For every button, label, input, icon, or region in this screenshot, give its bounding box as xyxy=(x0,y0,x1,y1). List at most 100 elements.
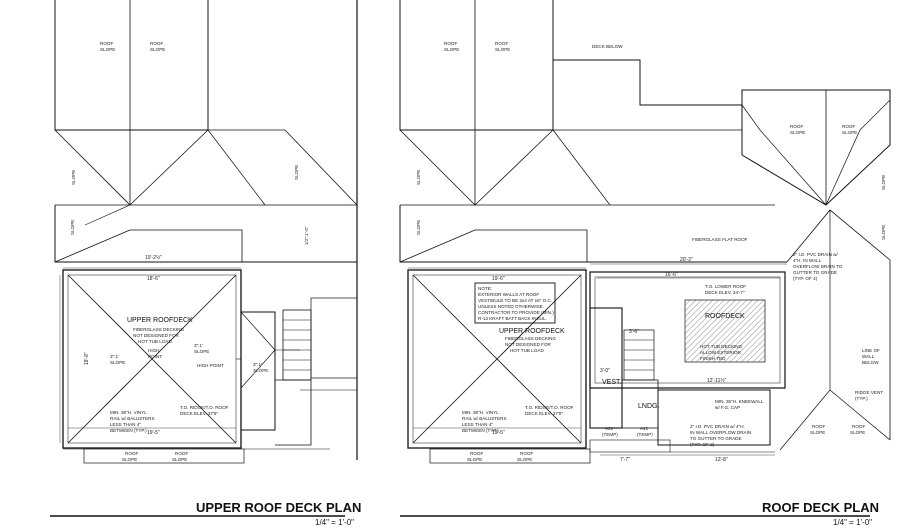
lower-roof-label-1: T.O. LOWER ROOF xyxy=(705,284,746,289)
left-slope-vert-2: SLOPE xyxy=(294,165,299,180)
high-label: HIGH xyxy=(148,348,159,353)
drain-left-3: TO GUTTER TO GRADE xyxy=(690,436,742,441)
temp-label-1: (TEMP) xyxy=(602,432,618,437)
hatch-note-1: HOT TUB DECKING xyxy=(700,344,743,349)
dim-3-0: 3'-0" xyxy=(600,368,610,374)
right-ridge-note-2: DECK ELEV. 37'8" xyxy=(525,411,563,416)
kneewall-2: w/ F.G. CAP xyxy=(715,405,740,410)
dim-side: 18'-8" xyxy=(84,352,90,365)
dim-3-6: 3'-6" xyxy=(629,329,639,335)
deck-note-3: HOT TUB LOAD xyxy=(138,339,172,344)
roofdeck-label: ROOFDECK xyxy=(705,313,745,320)
line-of-wall-2: WALL xyxy=(862,354,875,359)
hatch-note-2: ALLOW EXTERIOR xyxy=(700,350,742,355)
drain-right-4: GUTTER TO GRADE xyxy=(793,270,837,275)
note-line-2: VESTIBULE TO BE 2x4 AT 16" O.C. xyxy=(478,298,552,303)
right-bottom-slope-3: ROOF xyxy=(812,424,825,429)
right-slope-2b: SLOPE xyxy=(495,47,510,52)
bottom-slope-1: ROOF xyxy=(125,451,138,456)
slope-small-3: 3":1' xyxy=(253,362,262,367)
left-roof-slope-label: ROOF xyxy=(100,41,113,46)
dim-12-11: 12'-11½" xyxy=(707,377,727,384)
right-bottom-slope-2b: SLOPE xyxy=(517,457,532,462)
rail-note-1: MIN. 36"H. VINYL xyxy=(110,410,147,415)
left-roof-slope-label-2: ROOF xyxy=(150,41,163,46)
dim-bottom: 19'-5" xyxy=(147,430,160,436)
drain-left-4: (TYP. OF 2) xyxy=(690,442,715,447)
lower-roof-label-2: DECK ELEV. 34'-7" xyxy=(705,290,745,295)
slope-small-1b: SLOPE xyxy=(110,360,125,365)
right-upper-roofdeck-label: UPPER ROOFDECK xyxy=(499,328,565,335)
fiberglass-flat-roof-label: FIBERGLASS FLAT ROOF xyxy=(692,237,748,242)
right-slope-2: ROOF xyxy=(495,41,508,46)
high-point-label: HIGH POINT xyxy=(197,363,224,368)
slope-small-2: 3":1' xyxy=(194,343,203,348)
line-of-wall-3: BELOW xyxy=(862,360,879,365)
right-bottom-slope-4: ROOF xyxy=(852,424,865,429)
right-bottom-slope-4b: SLOPE xyxy=(850,430,865,435)
line-of-wall-1: LINE OF xyxy=(862,348,880,353)
bottom-slope-2b: SLOPE xyxy=(172,457,187,462)
right-bottom-slope-3b: SLOPE xyxy=(810,430,825,435)
vest-label: VEST. xyxy=(602,379,622,386)
point-label: POINT xyxy=(148,354,162,359)
left-slope-word: SLOPE xyxy=(100,47,115,52)
right-dim-19-5: 19'-5" xyxy=(492,430,505,436)
slope-small-3b: SLOPE xyxy=(253,368,268,373)
right-slope-1: ROOF xyxy=(444,41,457,46)
left-plan-scale: 1/4" = 1'-0" xyxy=(315,518,354,527)
left-pitch-vert: 1/2":1'-0" xyxy=(304,226,309,245)
dim-7-7: 7'-7" xyxy=(620,457,630,463)
right-slope-3: ROOF xyxy=(790,124,803,129)
rail-note-2: RAIL w/ BALUSTERS xyxy=(110,416,155,421)
right-upper-deck-note-1: FIBERGLASS DECKING xyxy=(505,336,556,341)
slope-small-2b: SLOPE xyxy=(194,349,209,354)
deck-note-1: FIBERGLASS DECKING xyxy=(133,327,184,332)
dim-16-6: 16'-6" xyxy=(665,272,678,278)
left-slope-vert-1: SLOPE xyxy=(71,170,76,185)
right-upper-deck-note-3: HOT TUB LOAD xyxy=(510,348,544,353)
drain-left-1: 2" I.D. PVC DRAIN w/ 4"H. xyxy=(690,424,745,429)
dim-top: 19'-2½" xyxy=(145,254,162,261)
hatch-note-3: FINISH TBD xyxy=(700,356,726,361)
deck-note-2: NOT DESIGNED FOR xyxy=(133,333,180,338)
drain-right-5: (TYP. OF 4) xyxy=(793,276,818,281)
rail-note-3: LESS THAN 4" xyxy=(110,422,141,427)
slope-small-1: 3":1' xyxy=(110,354,119,359)
note-line-3: UNLESS NOTED OTHERWISE. xyxy=(478,304,544,309)
right-slope-4b: SLOPE xyxy=(842,130,857,135)
right-dim-19-6: 19'-6" xyxy=(492,276,505,282)
right-plan-scale: 1/4" = 1'-0" xyxy=(833,518,872,527)
a21-label-1: A21 xyxy=(605,426,614,431)
right-slope-vert-2: SLOPE xyxy=(416,220,421,235)
right-bottom-slope-1: ROOF xyxy=(470,451,483,456)
left-plan-title: UPPER ROOF DECK PLAN xyxy=(196,500,361,515)
note-line-5: R-13 KRAFT BATT BACK INSUL. xyxy=(478,316,547,321)
ridge-note-2: DECK ELEV. 37'8" xyxy=(180,411,218,416)
dim-inner: 18'-6" xyxy=(147,276,160,282)
note-line-1: EXTERIOR WALLS AT ROOF xyxy=(478,292,539,297)
right-upper-deck-note-2: NOT DESIGNED FOR xyxy=(505,342,552,347)
kneewall-1: MIN. 36"H. KNEEWALL xyxy=(715,399,764,404)
roof-deck-plan: ROOF SLOPE ROOF SLOPE DECK BELOW ROOF SL… xyxy=(399,0,891,527)
ridge-note-1: T.O. RIDGE/T.O. ROOF xyxy=(180,405,229,410)
drain-right-1: 2" I.D. PVC DRAIN w/ xyxy=(793,252,838,257)
drain-right-2: 4"H. IN WALL xyxy=(793,258,822,263)
right-plan-title: ROOF DECK PLAN xyxy=(762,500,879,515)
right-rail-note-2: RAIL w/ BALUSTERS xyxy=(462,416,507,421)
deck-below-label: DECK BELOW xyxy=(592,44,623,49)
rail-note-4: BETWEEN (TYP.) xyxy=(110,428,147,433)
dim-12-8: 12'-8" xyxy=(715,457,728,463)
right-slope-vert-3: SLOPE xyxy=(881,175,886,190)
bottom-slope-2: ROOF xyxy=(175,451,188,456)
ridge-vent-1: RIDGE VENT xyxy=(855,390,883,395)
right-bottom-slope-2: ROOF xyxy=(520,451,533,456)
right-ridge-note-1: T.O. RIDGE/T.O. ROOF xyxy=(525,405,574,410)
temp-label-2: (TEMP) xyxy=(637,432,653,437)
right-rail-note-4: BETWEEN (TYP.) xyxy=(462,428,499,433)
drain-right-3: OVERFLOW DRAIN TO xyxy=(793,264,843,269)
note-line-4: CONTRACTOR TO PROVIDE (MIN.) xyxy=(478,310,554,315)
bottom-slope-1b: SLOPE xyxy=(122,457,137,462)
right-slope-vert-4: SLOPE xyxy=(881,225,886,240)
right-slope-vert: SLOPE xyxy=(416,170,421,185)
